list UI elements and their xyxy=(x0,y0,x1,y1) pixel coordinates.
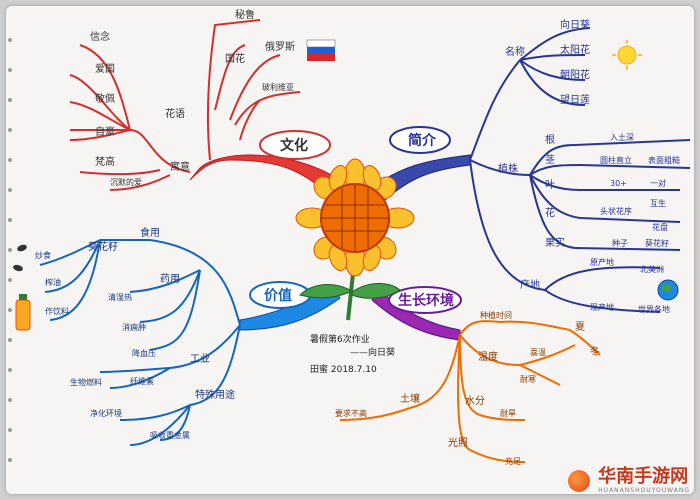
environment-item: 耐旱 xyxy=(500,408,516,418)
seeds-icon xyxy=(13,244,27,272)
oil-bottle-icon xyxy=(15,294,31,331)
intro-name: 望日莲 xyxy=(560,93,590,106)
intro-part-note: 葵花籽 xyxy=(645,238,669,248)
author-line: ——向日葵 xyxy=(350,346,395,358)
value-item: 降血压 xyxy=(132,348,156,358)
environment-labels: 种植时间 温度 喜温 耐寒 夏 冬 土壤 要求不高 水分 耐旱 光照 充足 xyxy=(335,310,600,466)
intro-name-label: 名称 xyxy=(505,45,525,58)
culture-item: 梵高 xyxy=(95,155,115,168)
culture-item: 爱国 xyxy=(95,62,115,75)
intro-name: 太阳花 xyxy=(560,43,590,56)
intro-part-note: 互生 xyxy=(650,198,666,208)
intro-part-note: 入土深 xyxy=(610,132,634,142)
culture-item: 沉默的爱 xyxy=(110,177,142,187)
intro-origin-label: 产地 xyxy=(520,278,540,291)
intro-plant-label: 植株 xyxy=(498,162,518,175)
value-item: 炒食 xyxy=(35,250,51,260)
intro-part: 花 xyxy=(545,206,555,219)
intro-part-note: 表面粗糙 xyxy=(648,155,680,165)
intro-origin-note: 原产地 xyxy=(590,257,614,267)
culture-item: 俄罗斯 xyxy=(265,40,295,53)
culture-item: 国花 xyxy=(225,52,245,65)
intro-labels: 名称 向日葵 太阳花 朝阳花 望日莲 植株 根 茎 叶 花 果实 入土深 圆柱直… xyxy=(498,18,680,314)
environment-item: 温度 xyxy=(478,350,498,363)
value-item: 食用 xyxy=(140,226,160,239)
value-item: 特殊用途 xyxy=(195,388,235,401)
intro-part-note: 圆柱直立 xyxy=(600,155,632,165)
label-intro: 简介 xyxy=(408,132,437,149)
value-lines xyxy=(39,239,241,446)
culture-labels: 信念 爱国 花语 敬佩 沉默的爱 寓意 自豪 梵高 俄罗斯 国花 秘鲁 玻利维亚 xyxy=(90,8,295,187)
intro-part-note: 头状花序 xyxy=(600,206,632,216)
label-environment: 生长环境 xyxy=(398,292,454,309)
value-item: 清湿热 xyxy=(108,292,132,302)
environment-item: 水分 xyxy=(465,395,485,407)
environment-item: 种植时间 xyxy=(480,310,512,320)
value-item: 消痈肿 xyxy=(122,322,146,332)
binding-holes xyxy=(8,38,12,462)
value-item: 吸收重金属 xyxy=(150,430,190,440)
watermark-text: 华南手游网 HUANANSHOUYOUWANG xyxy=(598,468,690,494)
author-line: 田蜜 2018.7.10 xyxy=(310,363,377,375)
value-item: 工业 xyxy=(190,353,210,365)
intro-origin-note: 现产地 xyxy=(590,302,614,312)
culture-item: 自豪 xyxy=(95,125,115,138)
environment-item: 喜温 xyxy=(530,347,546,357)
value-labels: 食用 葵花籽 炒食 榨油 作饮料 药用 清湿热 消痈肿 降血压 工业 生物燃料 … xyxy=(35,226,235,440)
intro-part: 果实 xyxy=(545,236,565,249)
bubble-culture xyxy=(259,130,331,160)
watermark: 华南手游网 HUANANSHOUYOUWANG xyxy=(566,468,690,494)
intro-part-note: 种子 xyxy=(612,238,628,248)
culture-item: 玻利维亚 xyxy=(262,82,294,92)
value-item: 榨油 xyxy=(45,277,61,287)
globe-icon xyxy=(657,279,679,301)
environment-lines xyxy=(339,320,601,463)
intro-part: 根 xyxy=(545,133,555,146)
intro-name: 向日葵 xyxy=(560,18,590,31)
value-item: 生物燃料 xyxy=(70,377,102,387)
label-value: 价值 xyxy=(264,287,292,304)
culture-lines xyxy=(69,19,301,191)
culture-item: 信念 xyxy=(90,30,110,43)
value-item: 纤维素 xyxy=(130,376,154,386)
culture-item: 寓意 xyxy=(170,160,190,173)
intro-lines xyxy=(469,27,691,313)
watermark-en: HUANANSHOUYOUWANG xyxy=(598,487,690,494)
bubble-environment xyxy=(388,286,462,314)
culture-item: 敬佩 xyxy=(95,92,115,105)
author-line: 暑假第6次作业 xyxy=(310,333,370,345)
label-culture: 文化 xyxy=(280,137,308,154)
value-item: 药用 xyxy=(160,273,180,285)
sun-icon xyxy=(612,40,642,70)
intro-origin-note: 世界各地 xyxy=(638,304,670,314)
intro-part-note: 30+ xyxy=(610,179,627,188)
bubble-intro xyxy=(389,126,451,154)
environment-item: 夏 xyxy=(575,321,585,333)
value-item: 葵花籽 xyxy=(88,240,118,253)
russia-flag-icon xyxy=(306,39,336,61)
value-item: 作饮料 xyxy=(45,306,69,316)
culture-item: 花语 xyxy=(165,107,185,120)
environment-item: 充足 xyxy=(505,456,521,466)
environment-item: 冬 xyxy=(590,345,600,358)
author-block: 暑假第6次作业 ——向日葵 田蜜 2018.7.10 xyxy=(310,333,395,375)
environment-item: 要求不高 xyxy=(335,408,367,418)
environment-item: 耐寒 xyxy=(520,374,536,384)
intro-part: 茎 xyxy=(545,154,555,166)
intro-part: 叶 xyxy=(545,179,555,191)
value-item: 净化环境 xyxy=(90,408,122,418)
intro-name: 朝阳花 xyxy=(560,68,590,81)
culture-item: 秘鲁 xyxy=(235,8,255,21)
sunflower-illustration xyxy=(295,158,415,321)
environment-item: 土壤 xyxy=(400,392,420,405)
intro-part-note: 花盘 xyxy=(652,222,668,232)
environment-item: 光照 xyxy=(448,436,468,449)
watermark-cn: 华南手游网 xyxy=(598,466,689,487)
watermark-logo-icon xyxy=(566,468,593,494)
intro-origin-note: 北美洲 xyxy=(640,264,664,274)
intro-part-note: 一对 xyxy=(650,178,666,188)
